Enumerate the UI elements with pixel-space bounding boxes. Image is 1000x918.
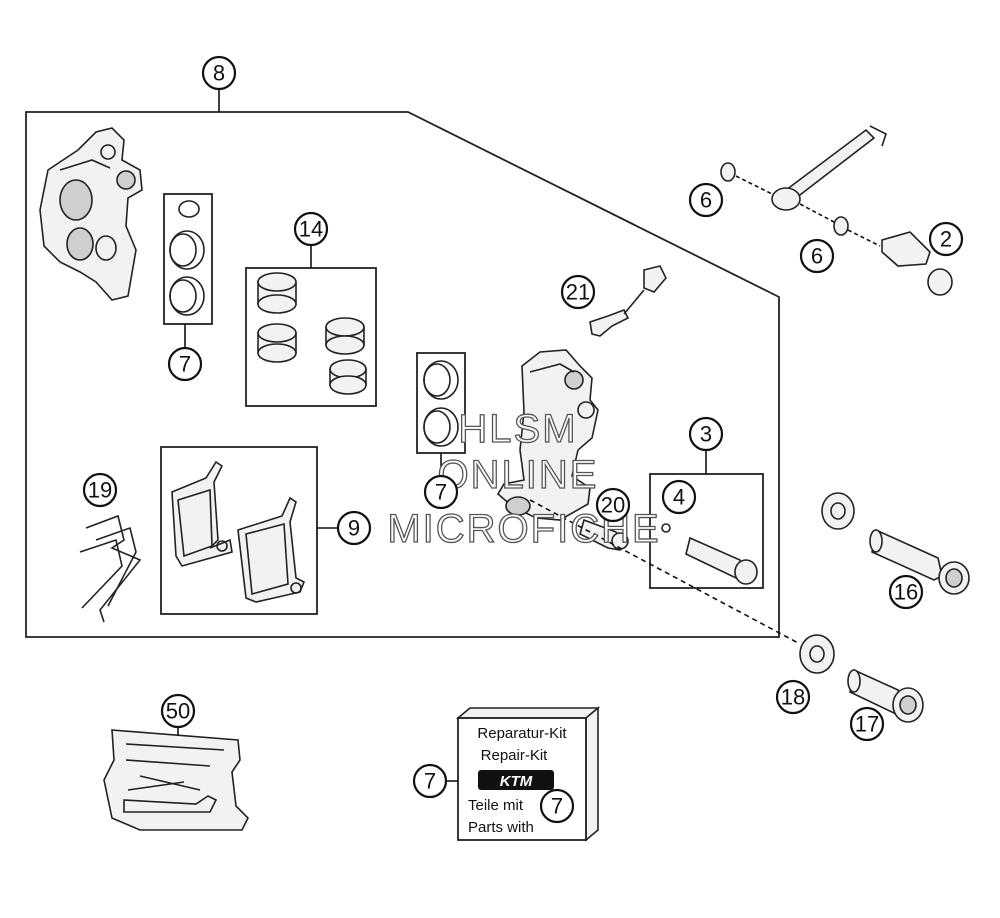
callout-19: 19 <box>82 472 118 508</box>
svg-text:7: 7 <box>424 769 436 794</box>
svg-text:3: 3 <box>700 422 712 447</box>
brake-pad-icon <box>171 460 306 603</box>
assembly-outline <box>25 111 780 638</box>
callout-6-b: 6 <box>799 238 835 274</box>
svg-text:8: 8 <box>213 61 225 86</box>
callout-4: 4 <box>661 479 697 515</box>
bleeder-screw-icon <box>579 518 629 551</box>
svg-text:9: 9 <box>348 516 360 541</box>
svg-text:4: 4 <box>673 485 685 510</box>
pad-pin-icon <box>661 523 758 585</box>
bleeder-screw-icon <box>589 265 667 337</box>
callout-14: 14 <box>293 211 329 247</box>
svg-text:7: 7 <box>179 352 191 377</box>
callout-7-d: 7 <box>539 788 575 824</box>
svg-text:6: 6 <box>811 244 823 269</box>
repair-kit-line3: Teile mit <box>468 797 524 814</box>
svg-text:6: 6 <box>700 188 712 213</box>
callout-7-c: 7 <box>412 763 448 799</box>
callout-16: 16 <box>888 574 924 610</box>
washer-icon <box>799 634 835 674</box>
brake-caliper-housing-icon <box>496 349 599 521</box>
brake-caliper-housing-icon <box>39 127 143 301</box>
callout-3: 3 <box>688 416 724 452</box>
repair-kit-line4: Parts with <box>468 819 534 836</box>
piston-icon <box>257 272 367 395</box>
callout-7-a: 7 <box>167 346 203 382</box>
svg-text:7: 7 <box>551 794 563 819</box>
seal-ring-icon <box>423 360 459 447</box>
svg-text:50: 50 <box>166 699 190 724</box>
callout-7-b: 7 <box>423 474 459 510</box>
svg-text:20: 20 <box>601 493 625 518</box>
callout-8: 8 <box>201 55 237 91</box>
svg-text:2: 2 <box>940 227 952 252</box>
svg-text:18: 18 <box>781 685 805 710</box>
callout-21: 21 <box>560 274 596 310</box>
svg-text:17: 17 <box>855 712 879 737</box>
washer-icon <box>821 492 855 530</box>
grease-bag-icon <box>103 729 249 831</box>
callout-6-a: 6 <box>688 182 724 218</box>
watermark-line1: HLSM <box>458 407 577 451</box>
watermark-line2: ONLINE <box>438 453 599 497</box>
callout-50: 50 <box>160 693 196 729</box>
callout-17: 17 <box>849 706 885 742</box>
svg-text:21: 21 <box>566 280 590 305</box>
repair-kit-line2: Repair-Kit <box>481 747 549 764</box>
repair-kit-logo: KTM <box>500 773 533 790</box>
bolt-icon <box>869 528 970 595</box>
seal-ring-icon <box>169 200 205 316</box>
pad-spring-icon <box>79 514 142 623</box>
callout-9: 9 <box>336 510 372 546</box>
svg-text:14: 14 <box>299 217 323 242</box>
bolt-icon <box>847 668 924 723</box>
repair-kit-line1: Reparatur-Kit <box>477 725 567 742</box>
svg-text:19: 19 <box>88 478 112 503</box>
callout-2: 2 <box>928 221 964 257</box>
svg-text:7: 7 <box>435 480 447 505</box>
callout-20: 20 <box>595 487 631 523</box>
callout-18: 18 <box>775 679 811 715</box>
svg-text:16: 16 <box>894 580 918 605</box>
guide-pin-icon <box>720 125 953 296</box>
